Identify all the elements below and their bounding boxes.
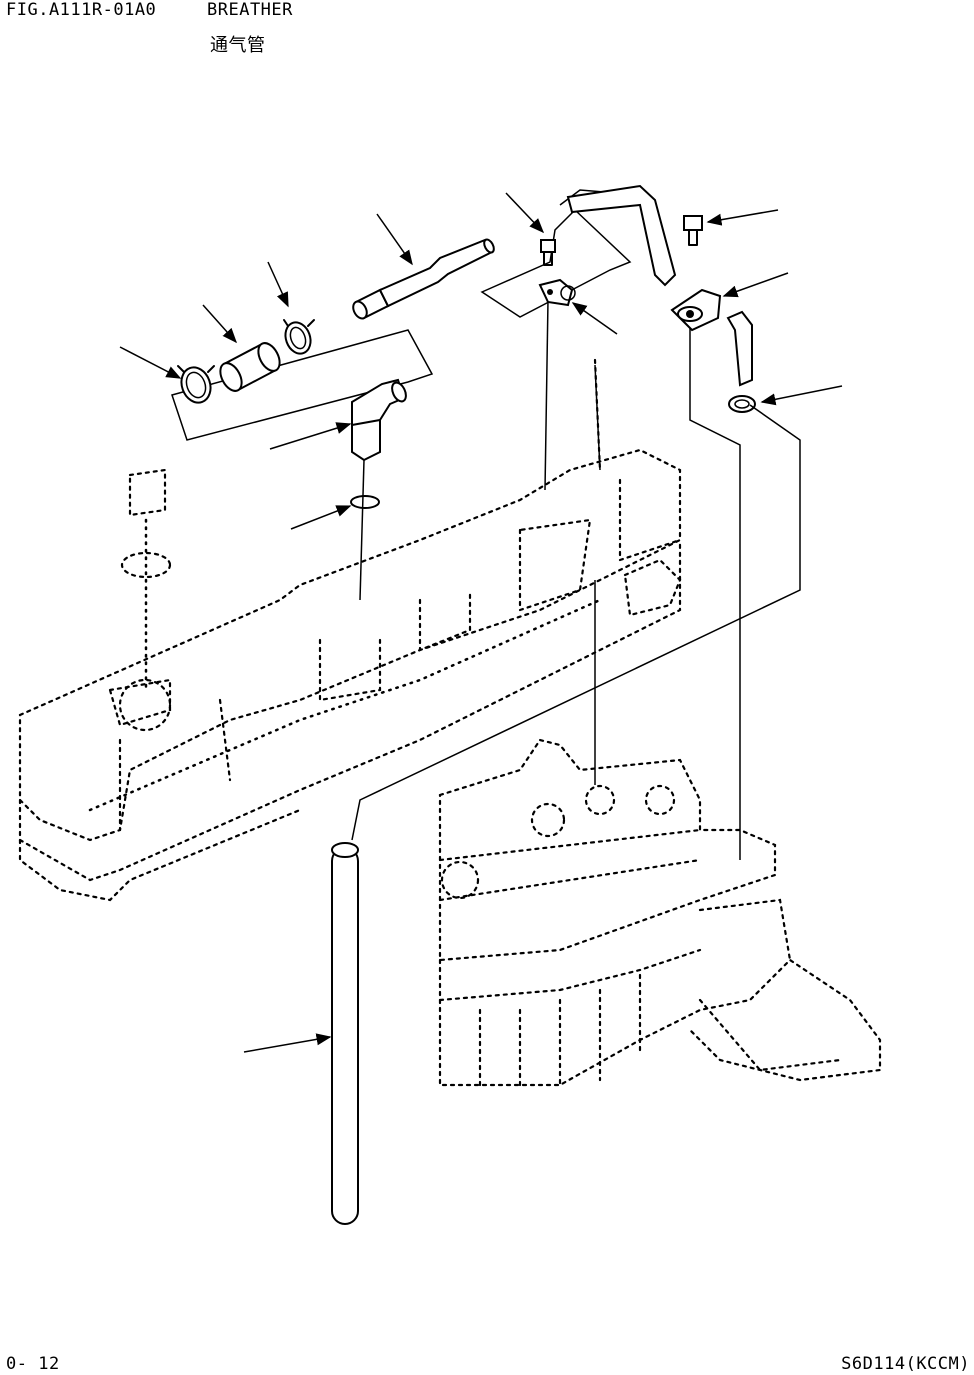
bolt-2[interactable]	[683, 215, 703, 246]
assembly-lines	[351, 299, 801, 860]
clip[interactable]	[538, 278, 576, 307]
group-box-hose-set	[171, 189, 641, 441]
page-number: 0- 12	[6, 1354, 60, 1374]
bolt-1[interactable]	[540, 239, 556, 266]
hose[interactable]	[216, 340, 284, 395]
o-ring-1[interactable]	[350, 495, 380, 509]
hose-clamp-2[interactable]	[281, 319, 315, 357]
hose-clamp-1[interactable]	[177, 363, 216, 406]
model-code: S6D114(KCCM)	[841, 1354, 970, 1374]
o-ring-2[interactable]	[728, 395, 756, 413]
tube[interactable]	[350, 238, 495, 321]
callout-arrows	[119, 192, 843, 1053]
breather-tube[interactable]	[331, 842, 359, 1225]
figure-code: FIG.A111R-01A0	[6, 0, 157, 20]
rocker-cover-ghost	[18, 358, 682, 902]
bracket[interactable]	[670, 288, 722, 332]
figure-title-chinese: 通气管	[210, 35, 266, 56]
figure-title: BREATHER	[207, 0, 293, 20]
engine-block-ghost	[438, 738, 882, 1087]
elbow[interactable]	[351, 378, 409, 462]
curved-pipe[interactable]	[566, 184, 753, 387]
